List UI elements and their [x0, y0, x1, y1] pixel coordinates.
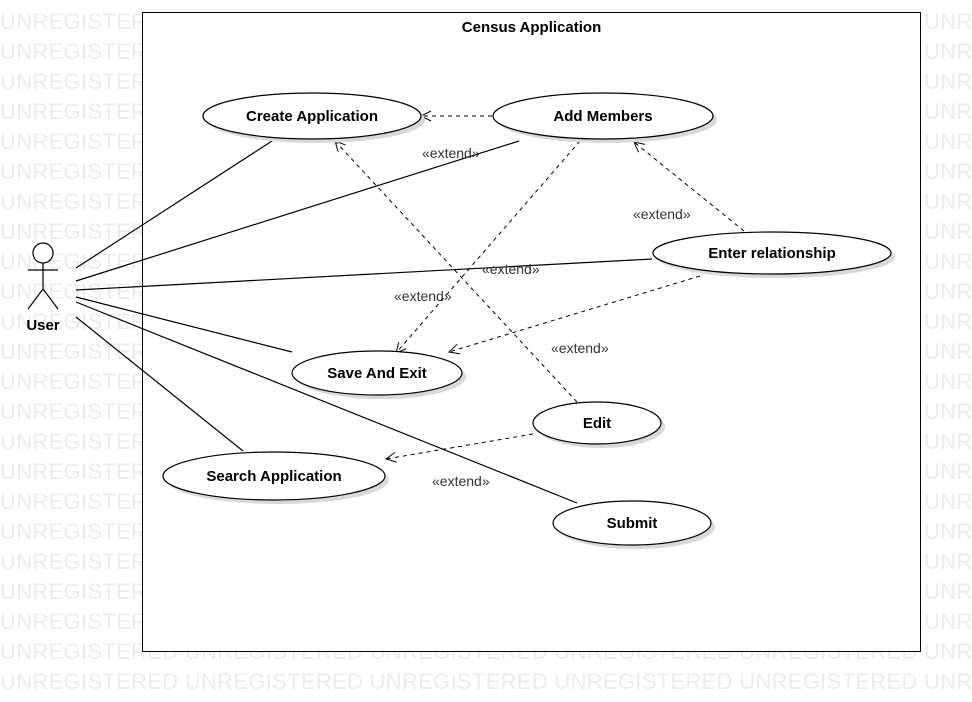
association-enter-relationship[interactable]	[75, 258, 653, 291]
use-case-create-application[interactable]: Create Application	[202, 92, 425, 143]
use-case-label: Add Members	[553, 108, 652, 125]
use-case-save-and-exit[interactable]: Save And Exit	[291, 350, 466, 399]
use-case-label: Create Application	[246, 108, 378, 125]
extend-label: «extend»	[633, 206, 691, 222]
extend-label: «extend»	[551, 340, 609, 356]
extend-label: «extend»	[432, 473, 490, 489]
extend-label: «extend»	[394, 288, 452, 304]
association-add-members[interactable]	[75, 140, 520, 282]
use-case-enter-relationship[interactable]: Enter relationship	[652, 231, 895, 278]
associations	[75, 140, 653, 504]
extend-edit-to-create-application[interactable]	[335, 141, 578, 403]
extend-label: «extend»	[482, 261, 540, 277]
use-case-label: Edit	[583, 415, 611, 432]
extend-enter-relationship-to-save-and-exit[interactable]	[449, 275, 701, 352]
association-search-application[interactable]	[75, 316, 244, 452]
use-case-label: Submit	[607, 515, 658, 532]
association-save-and-exit[interactable]	[75, 296, 293, 353]
extend-relations	[335, 116, 745, 459]
system-title: Census Application	[461, 19, 602, 36]
association-create-application[interactable]	[75, 140, 273, 269]
use-case-add-members[interactable]: Add Members	[492, 92, 717, 143]
use-case-label: Save And Exit	[327, 365, 426, 382]
use-case-label: Search Application	[206, 468, 341, 485]
association-submit[interactable]	[75, 301, 578, 504]
use-case-edit[interactable]: Edit	[532, 401, 665, 448]
actor-head	[32, 242, 54, 264]
use-case-search-application[interactable]: Search Application	[162, 451, 389, 504]
extend-edit-to-search-application[interactable]	[386, 433, 534, 459]
extend-add-members-to-save-and-exit[interactable]	[396, 140, 581, 353]
extend-labels: «extend» «extend» «extend» «extend» «ext…	[394, 145, 691, 489]
actor-user[interactable]	[27, 242, 59, 310]
use-case-submit[interactable]: Submit	[552, 500, 715, 549]
use-case-label: Enter relationship	[708, 245, 836, 262]
extend-label: «extend»	[422, 145, 480, 161]
actor-label: User	[26, 317, 60, 334]
